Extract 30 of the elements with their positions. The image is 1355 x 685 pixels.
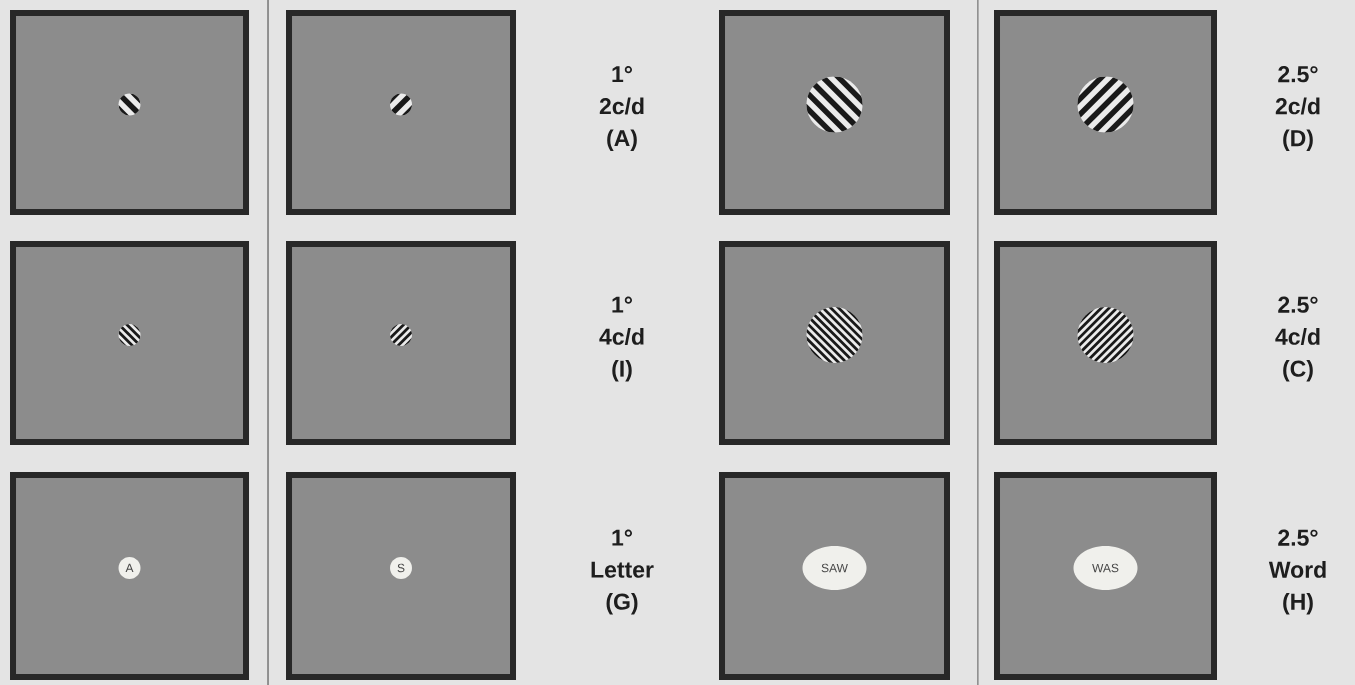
screen-box bbox=[994, 472, 1217, 680]
word-patch: WAS bbox=[1073, 546, 1138, 590]
grating-patch bbox=[1077, 307, 1134, 363]
letter-patch: S bbox=[390, 557, 412, 579]
grating-patch bbox=[118, 93, 141, 116]
screen-box bbox=[10, 472, 249, 680]
condition-label: 2.5° 2c/d (D) bbox=[1275, 66, 1320, 151]
letter-patch: A bbox=[118, 557, 141, 579]
screen-box bbox=[286, 472, 516, 680]
condition-label: 1° Letter (G) bbox=[591, 529, 654, 615]
screen-box bbox=[10, 241, 249, 445]
screen-box bbox=[719, 241, 950, 445]
screen-box bbox=[994, 241, 1217, 445]
grating-patch bbox=[118, 324, 141, 346]
grating-patch bbox=[806, 307, 863, 363]
screen-box bbox=[286, 10, 516, 215]
grating-patch bbox=[390, 93, 412, 116]
grating-patch bbox=[1077, 76, 1134, 133]
condition-label: 2.5° Word (H) bbox=[1268, 529, 1326, 615]
screen-box bbox=[719, 10, 950, 215]
screen-box bbox=[286, 241, 516, 445]
screen-box bbox=[994, 10, 1217, 215]
grating-patch bbox=[390, 324, 412, 346]
word-patch: SAW bbox=[802, 546, 867, 590]
condition-label: 1° 4c/d (I) bbox=[599, 296, 644, 382]
screen-box bbox=[10, 10, 249, 215]
screen-box bbox=[719, 472, 950, 680]
condition-label: 2.5° 4c/d (C) bbox=[1275, 296, 1320, 382]
condition-label: 1° 2c/d (A) bbox=[599, 66, 644, 151]
grating-patch bbox=[806, 76, 863, 133]
